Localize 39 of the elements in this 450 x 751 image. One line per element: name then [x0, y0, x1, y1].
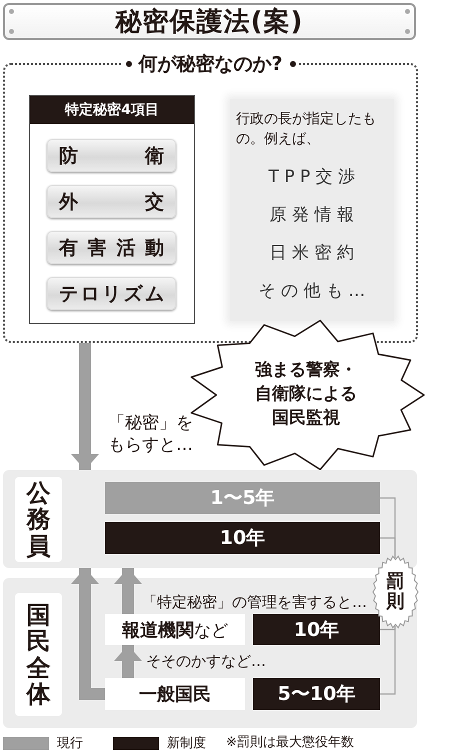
penalty-burst: [373, 556, 418, 628]
group-panel: [3, 470, 417, 568]
edge-label: 「秘密」をもらすと…: [108, 412, 194, 456]
edge-label: そそのかすなど…: [146, 652, 266, 672]
bracket-line: [380, 626, 396, 695]
footnote: ※罰則は最大懲役年数: [226, 734, 354, 751]
example-item: 日米密約: [268, 242, 360, 264]
category-pill: 防衛: [47, 139, 176, 172]
group-tag: 国民全体: [15, 593, 62, 716]
subject-label: 報道機関など: [105, 614, 245, 645]
bracket-line: [380, 537, 396, 558]
example-panel: [230, 99, 394, 321]
card-header: 特定秘密4項目: [30, 96, 194, 124]
penalty-text: 罰則: [386, 572, 404, 612]
arrow: [114, 568, 142, 614]
category-pill: 有害活動: [47, 231, 176, 264]
penalty-bar: 10年: [253, 614, 380, 645]
penalty-bar: 10年: [105, 522, 380, 554]
arrow: [71, 568, 105, 700]
category-card: [29, 95, 195, 324]
example-item: その他も…: [257, 280, 371, 302]
example-item: TPP交渉: [268, 166, 361, 188]
legend-text: 新制度: [167, 735, 206, 751]
category-pill: 外交: [47, 185, 176, 218]
example-item: 原発情報: [268, 204, 360, 226]
arrow: [71, 343, 99, 470]
bracket-line: [380, 626, 396, 630]
panel-heading: 何が秘密なのか?: [122, 51, 299, 77]
legend-text: 現行: [57, 735, 83, 751]
category-pill: テロリズム: [47, 277, 176, 310]
group-tag: 公務員: [15, 477, 62, 562]
subject-label: 一般国民: [105, 678, 245, 710]
intro-text: 行政の長が指定したもの。例えば、: [235, 110, 377, 150]
bubble-text: 強まる警察・自衛隊による国民監視: [254, 359, 358, 430]
arrow: [114, 645, 142, 678]
edge-label: 「特定秘密」の管理を害すると…: [142, 593, 367, 612]
penalty-bar: 1〜5年: [105, 482, 380, 514]
penalty-bar: 5〜10年: [253, 678, 380, 710]
title-text: 秘密保護法(案): [116, 6, 304, 39]
